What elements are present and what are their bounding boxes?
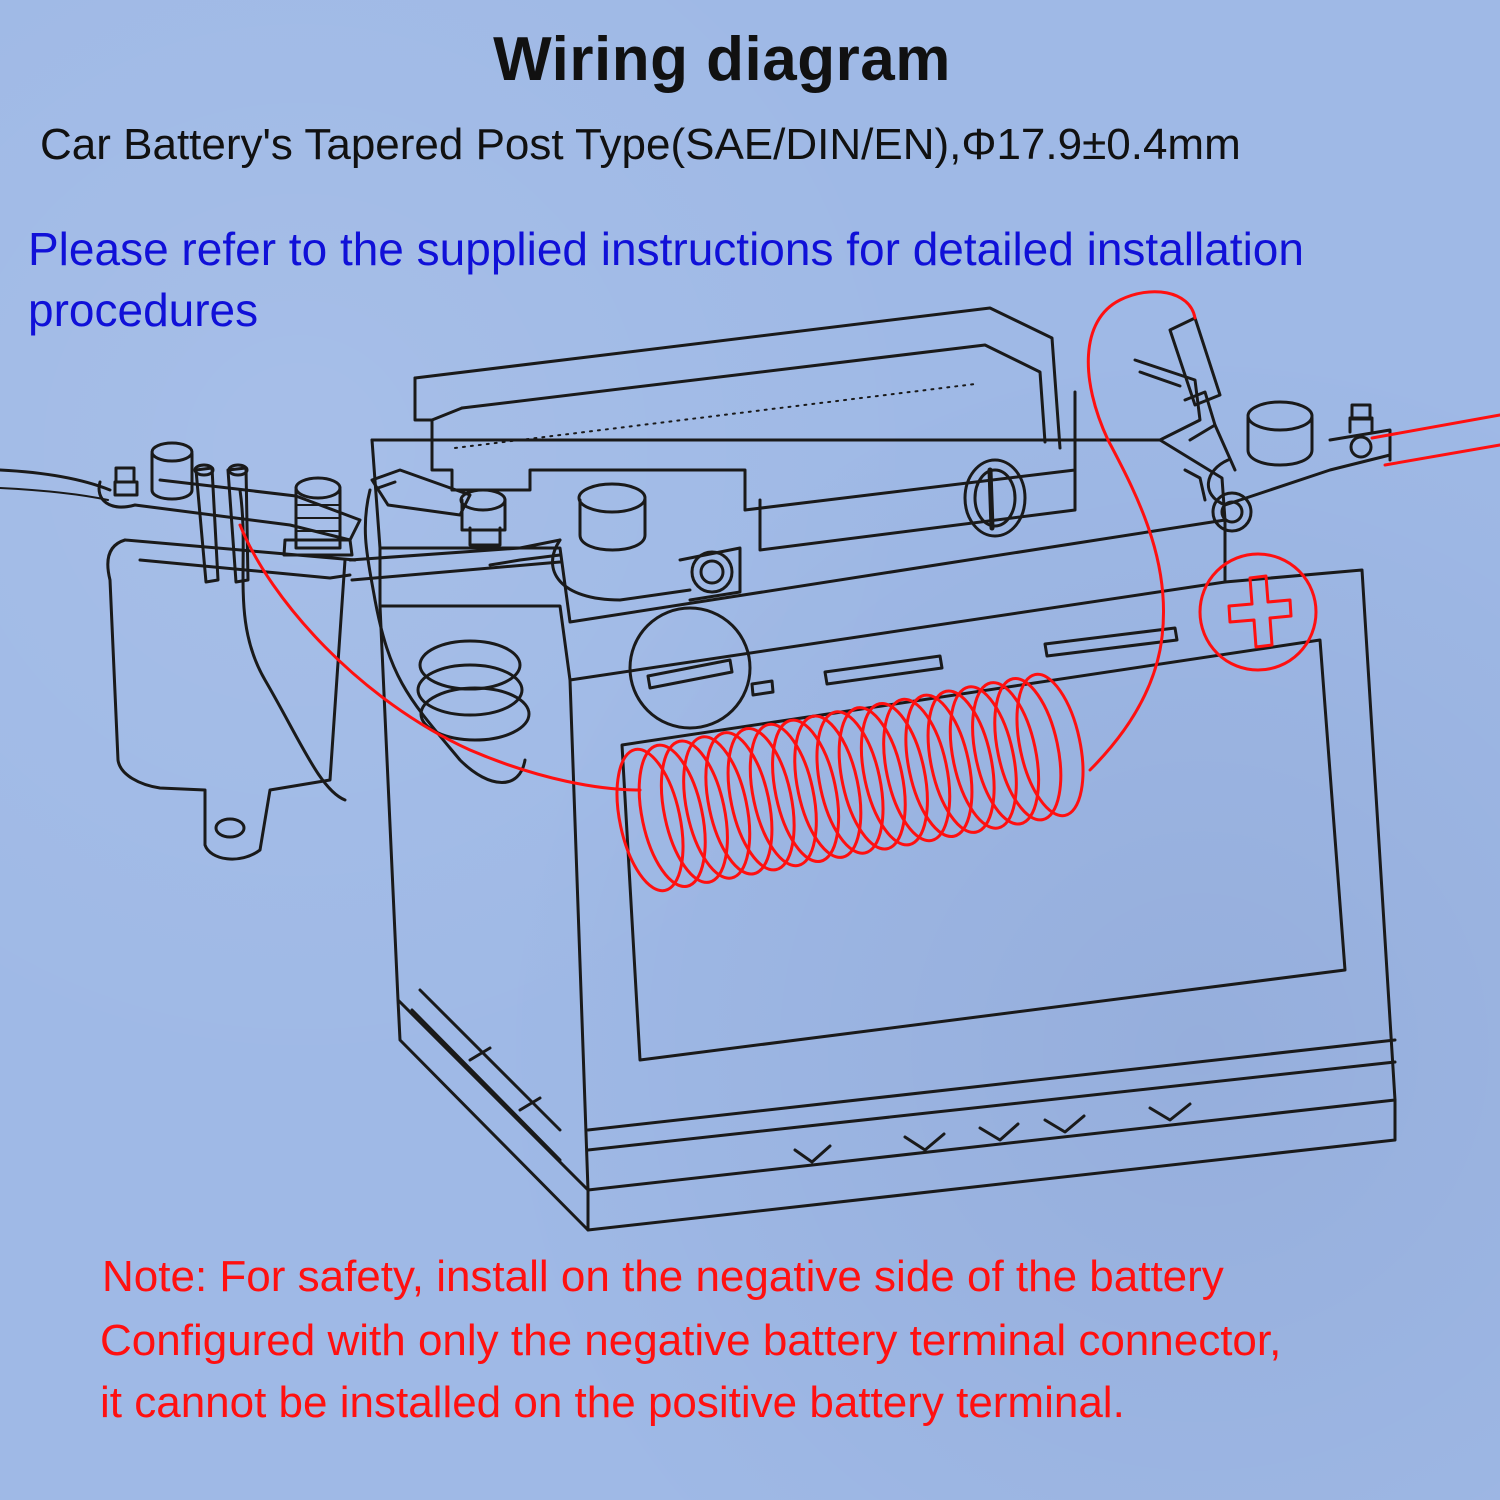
page-subtitle: Car Battery's Tapered Post Type(SAE/DIN/… — [40, 120, 1241, 169]
coiled-red-cable — [615, 672, 1085, 893]
instructions-line-2: procedures — [28, 284, 259, 336]
lid-seam-line — [454, 383, 976, 449]
battery-lid-details — [413, 306, 1202, 730]
plus-symbol — [1227, 574, 1293, 649]
coil-loop — [704, 731, 774, 876]
coil-loop — [748, 722, 818, 868]
coil-loop — [971, 681, 1041, 826]
coil-loop — [659, 739, 729, 884]
coil-loop — [726, 726, 796, 872]
coil-loop — [993, 676, 1063, 822]
safety-note-line-3: it cannot be installed on the positive b… — [100, 1378, 1125, 1427]
red-wires — [238, 290, 1500, 792]
coil-loop — [615, 747, 685, 893]
coil-loop — [637, 743, 707, 889]
coil-loop — [815, 710, 885, 855]
safety-note-line-1: Note: For safety, install on the negativ… — [102, 1252, 1224, 1301]
negative-sign-disc — [628, 606, 752, 730]
safety-note-line-2: Configured with only the negative batter… — [100, 1316, 1282, 1365]
coil-loop — [926, 689, 996, 834]
instructions-line-1: Please refer to the supplied instruction… — [28, 223, 1304, 275]
battery-body — [370, 438, 1397, 1232]
black-ground-cable — [348, 468, 562, 784]
minus-symbol — [646, 658, 734, 690]
positive-terminal — [1168, 316, 1392, 672]
coil-loop — [882, 697, 952, 843]
coil-loop — [859, 701, 929, 847]
page-title: Wiring diagram — [493, 25, 951, 94]
coil-loop — [837, 706, 907, 851]
positive-sign-circle — [1198, 552, 1318, 672]
coil-loop — [904, 693, 974, 839]
coil-loop — [948, 685, 1018, 830]
coil-loop — [682, 735, 752, 880]
coil-loop — [793, 714, 863, 859]
disconnect-switch-unit — [0, 441, 362, 861]
coil-loop — [1015, 672, 1085, 818]
coil-loop — [771, 718, 841, 864]
